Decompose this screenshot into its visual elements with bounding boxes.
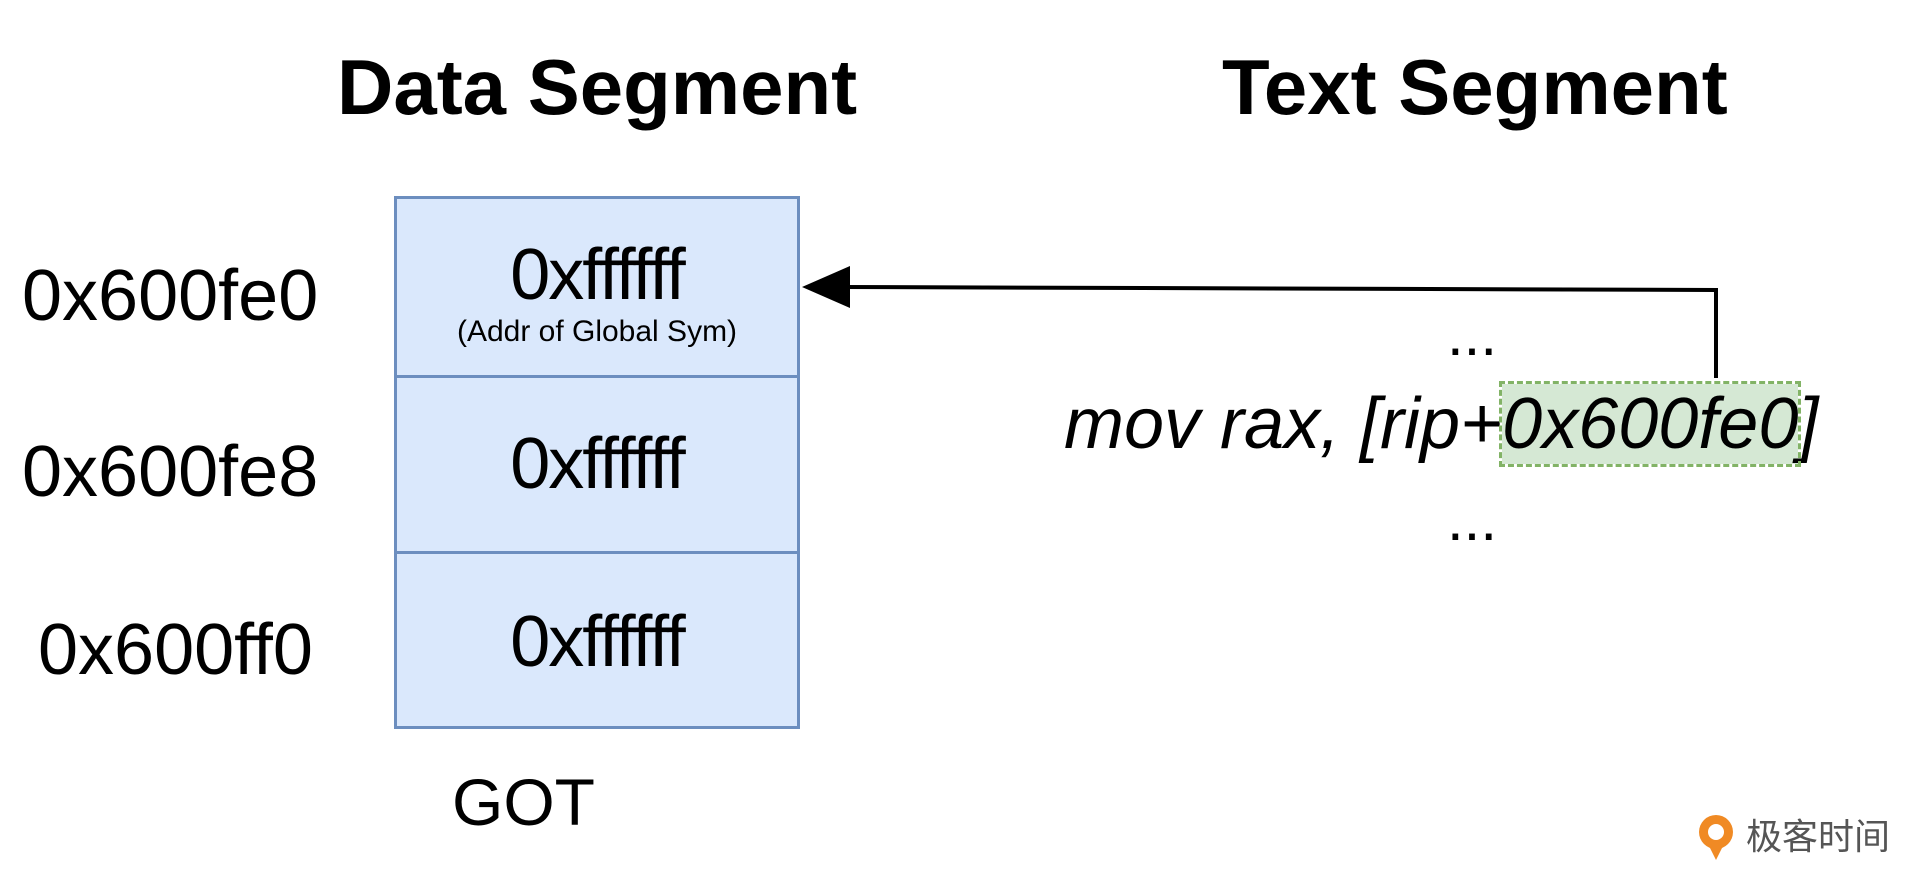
got-address-2: 0x600fe8 <box>22 432 319 512</box>
text-segment-heading: Text Segment <box>1222 43 1728 131</box>
got-entry-value: 0xffffff <box>510 602 686 682</box>
watermark-text: 极客时间 <box>1746 816 1891 857</box>
instruction-suffix: ] <box>1798 384 1819 464</box>
ellipsis-bottom: ... <box>1447 486 1498 553</box>
data-segment-heading: Data Segment <box>337 43 858 131</box>
got-entry-2: 0xffffff <box>397 375 797 551</box>
got-table: 0xffffff (Addr of Global Sym) 0xffffff 0… <box>394 196 800 729</box>
got-entry-1: 0xffffff (Addr of Global Sym) <box>397 199 797 375</box>
arrow-line <box>841 285 1718 378</box>
watermark: 极客时间 <box>1694 812 1890 862</box>
got-address-3: 0x600ff0 <box>38 610 313 690</box>
got-label: GOT <box>452 765 595 839</box>
arrow-head-icon <box>802 266 850 308</box>
instruction-operand-highlight: 0x600fe0 <box>1499 381 1802 467</box>
geektime-logo-icon <box>1699 815 1733 860</box>
got-entry-note: (Addr of Global Sym) <box>456 315 738 348</box>
got-entry-value: 0xffffff <box>510 235 686 315</box>
instruction-line: mov rax, [rip+0x600fe0] <box>1064 380 1818 468</box>
instruction-prefix: mov rax, [rip+ <box>1064 384 1503 464</box>
ellipsis-top: ... <box>1447 301 1498 368</box>
got-entry-value: 0xffffff <box>510 424 686 504</box>
got-address-1: 0x600fe0 <box>22 256 319 336</box>
got-entry-3: 0xffffff <box>397 551 797 727</box>
